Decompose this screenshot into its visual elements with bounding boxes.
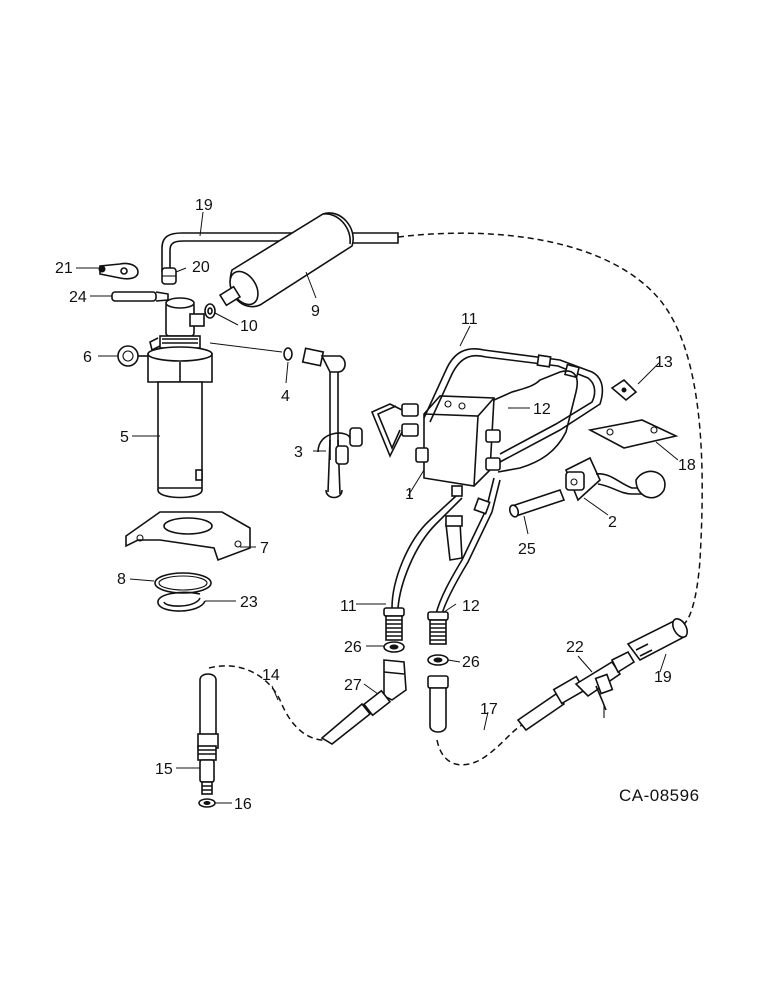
callout-15: 15 — [155, 761, 173, 778]
lever-2 — [564, 456, 666, 502]
callout-8: 8 — [117, 571, 126, 588]
callout-19-upper: 19 — [195, 197, 213, 214]
callout-23: 23 — [240, 594, 258, 611]
callout-2: 2 — [608, 514, 617, 531]
callout-27: 27 — [344, 677, 362, 694]
cap-6 — [117, 345, 148, 367]
callout-26-left: 26 — [344, 639, 362, 656]
fitting-20 — [161, 267, 177, 285]
document-code: CA-08596 — [619, 786, 700, 805]
plate-18 — [587, 419, 679, 449]
hose-end-14-left — [197, 673, 219, 749]
fitting-19-lower — [626, 618, 689, 662]
receiver-drier-9 — [218, 212, 354, 308]
callout-21: 21 — [55, 260, 73, 277]
tubes-11-12-upper — [423, 348, 604, 473]
pin-25 — [508, 489, 566, 518]
dashed-hose-lines — [208, 232, 703, 766]
fitting-15-16 — [197, 745, 217, 808]
fitting-stack-left — [383, 607, 407, 701]
callout-12-upper: 12 — [533, 401, 551, 418]
tube-19-upper — [161, 232, 399, 272]
callout-17: 17 — [480, 701, 498, 718]
bracket-7 — [125, 511, 251, 562]
callout-labels: 1 2 3 4 5 6 7 8 9 10 11 11 12 12 13 14 1… — [55, 197, 696, 813]
callout-22: 22 — [566, 639, 584, 656]
filter-5 — [147, 297, 213, 499]
callout-4: 4 — [281, 388, 290, 405]
callout-14: 14 — [262, 667, 280, 684]
callout-10: 10 — [240, 318, 258, 335]
callout-24: 24 — [69, 289, 87, 306]
washer-4 — [283, 347, 293, 361]
callout-12-lower: 12 — [462, 598, 480, 615]
callout-19-lower: 19 — [654, 669, 672, 686]
callout-3: 3 — [294, 444, 303, 461]
callout-11-upper: 11 — [461, 311, 478, 328]
callout-1: 1 — [405, 486, 414, 503]
hose-end-14-right — [320, 689, 392, 745]
callout-18: 18 — [678, 457, 696, 474]
clip-13 — [610, 378, 638, 402]
leader-lines — [76, 211, 679, 804]
callout-7: 7 — [260, 540, 269, 557]
callout-11-lower: 11 — [340, 598, 357, 615]
callout-20: 20 — [192, 259, 210, 276]
valve-block-1 — [370, 395, 501, 497]
callout-13: 13 — [655, 354, 673, 371]
fitting-stack-right — [427, 611, 449, 733]
callout-26-right: 26 — [462, 654, 480, 671]
tee-22 — [574, 650, 636, 718]
oring-10 — [204, 303, 216, 319]
pin-24 — [111, 291, 169, 302]
elbow-tube-3 — [209, 342, 363, 499]
callout-6: 6 — [83, 349, 92, 366]
snap-ring-23 — [157, 591, 206, 612]
tubes-11-12-lower — [391, 477, 501, 615]
callout-16: 16 — [234, 796, 252, 813]
hose-end-17-right — [516, 675, 586, 732]
clamp-21 — [98, 262, 139, 280]
oring-8 — [154, 572, 212, 594]
callout-9: 9 — [311, 303, 320, 320]
callout-25: 25 — [518, 541, 536, 558]
callout-5: 5 — [120, 429, 129, 446]
